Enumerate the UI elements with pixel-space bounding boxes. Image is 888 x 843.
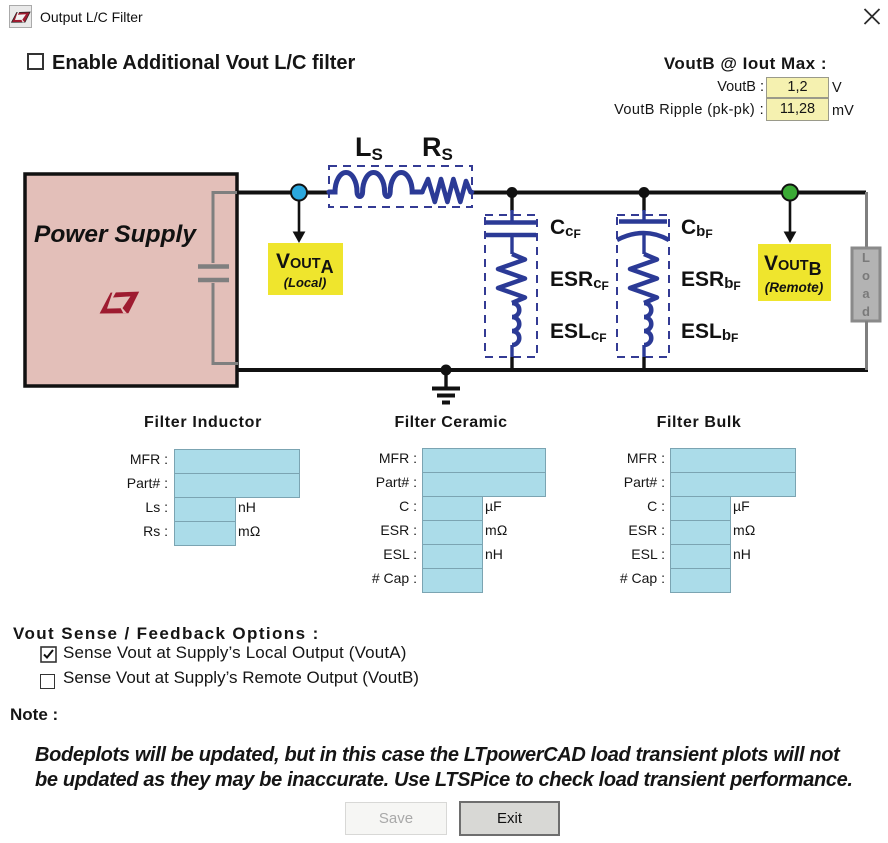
svg-text:o: o [862, 268, 870, 283]
svg-text:d: d [862, 304, 870, 319]
svg-text:ESRcF: ESRcF [550, 268, 609, 293]
svg-text:Power Supply: Power Supply [34, 221, 197, 248]
svg-text:CbF: CbF [681, 216, 713, 241]
svg-text:LS: LS [355, 132, 383, 164]
svg-text:RS: RS [422, 132, 453, 164]
svg-text:(Remote): (Remote) [765, 280, 824, 295]
svg-text:ESLbF: ESLbF [681, 320, 738, 345]
svg-text:ESLcF: ESLcF [550, 320, 607, 345]
svg-text:L: L [862, 250, 870, 265]
svg-text:a: a [862, 286, 870, 301]
svg-text:(Local): (Local) [284, 275, 327, 290]
svg-text:CcF: CcF [550, 216, 581, 241]
svg-text:ESRbF: ESRbF [681, 268, 741, 293]
